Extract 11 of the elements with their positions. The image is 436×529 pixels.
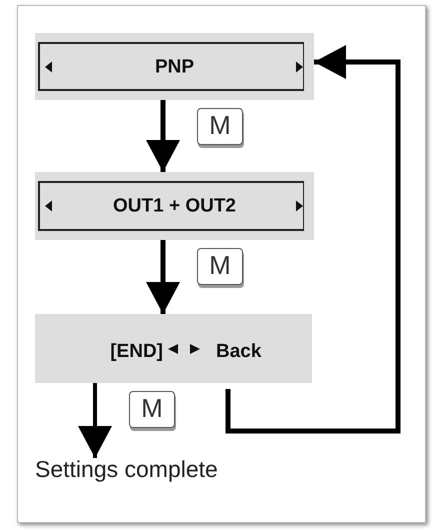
option-text: [END] bbox=[110, 342, 163, 361]
option-text: Back bbox=[216, 342, 262, 361]
result-text: Settings complete bbox=[35, 458, 218, 481]
key-cap-label: M bbox=[129, 391, 175, 428]
selection-display-box bbox=[35, 172, 314, 240]
display-text: OUT1 + OUT2 bbox=[113, 196, 236, 216]
display-text: PNP bbox=[154, 57, 194, 76]
key-cap-label: M bbox=[197, 108, 243, 145]
selection-display-box bbox=[35, 33, 314, 100]
menu-option-box bbox=[35, 314, 312, 383]
key-cap-label: M bbox=[197, 248, 243, 285]
